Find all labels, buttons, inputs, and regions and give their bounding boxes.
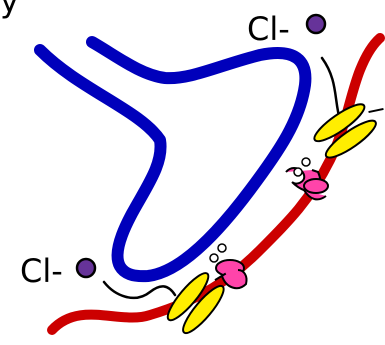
ion-channel-icon [313,103,384,159]
ion-path-top [320,56,342,122]
receptor-icon [209,243,248,290]
ion-top-label: Cl- [247,10,290,48]
chloride-ion-dot-icon [75,257,97,279]
ion-path-bottom [102,280,177,300]
chloride-ion-top: Cl- [247,10,342,122]
chloride-ion-dot-icon [305,13,327,35]
receptor-icon [285,157,329,201]
chloride-ion-bottom: Cl- [20,252,177,300]
ion-channel-icon [166,272,227,335]
postsynaptic-membrane [47,33,385,335]
ion-bottom-label: Cl- [20,252,63,290]
presynaptic-terminal [34,36,312,283]
top-partial-text: y [0,0,19,20]
